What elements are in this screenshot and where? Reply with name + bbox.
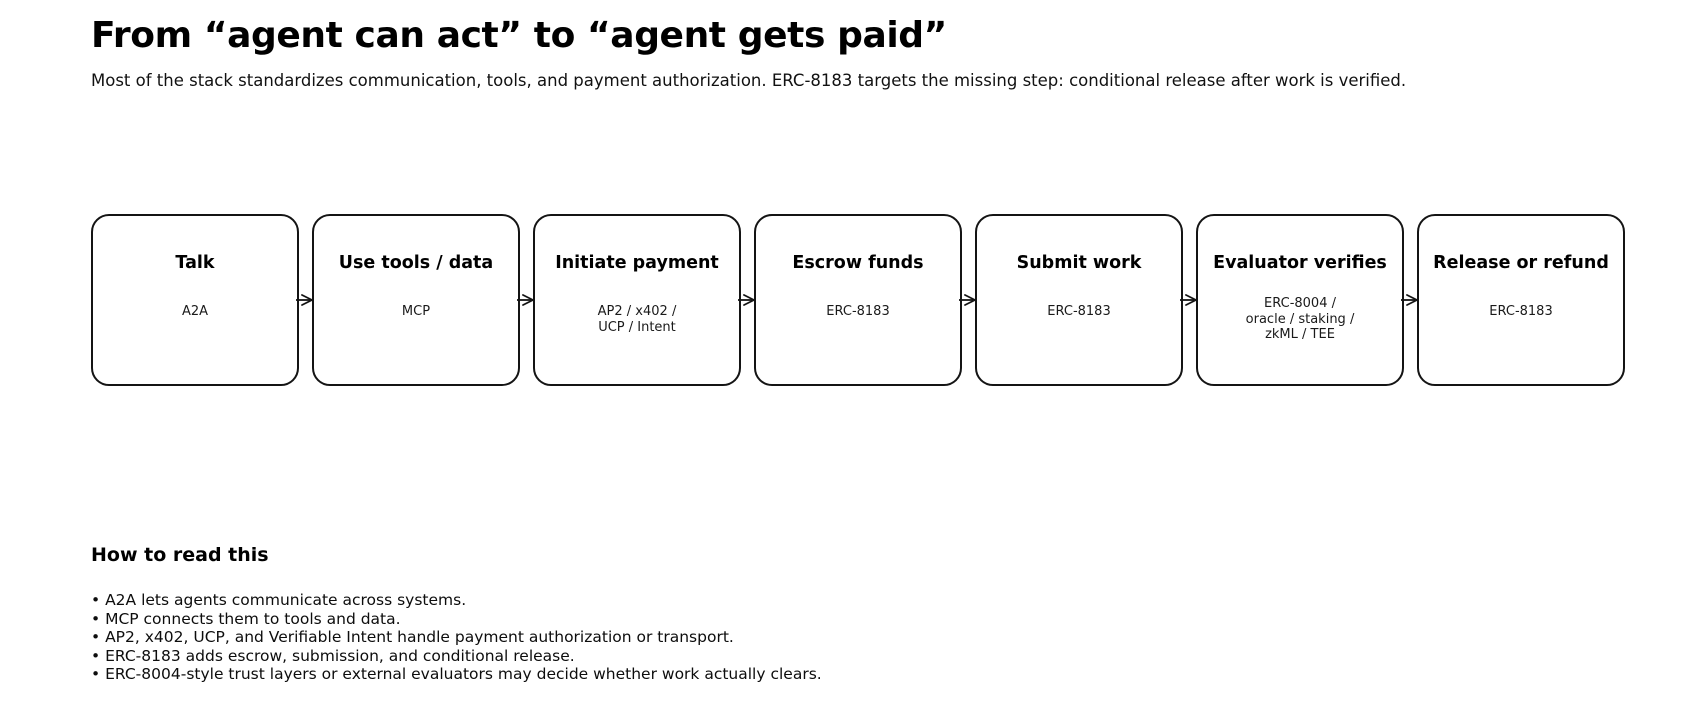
flow-step-subtitle: MCP <box>401 304 431 319</box>
flow-step-title: Submit work <box>1016 253 1142 273</box>
flow-connector-6 <box>1401 214 1418 386</box>
page-subtitle: Most of the stack standardizes communica… <box>91 71 1407 90</box>
flow-step-title: Use tools / data <box>338 253 494 273</box>
header: From “agent can act” to “agent gets paid… <box>91 14 1651 92</box>
flow-step-title: Talk <box>175 253 215 273</box>
flow-step-subtitle: ERC-8183 <box>1489 304 1553 319</box>
flow-connector-1 <box>296 214 313 386</box>
page-title: From “agent can act” to “agent gets paid… <box>91 15 947 56</box>
flow-step-title: Escrow funds <box>792 253 924 273</box>
flow-step-subtitle: AP2 / x402 / UCP / Intent <box>597 304 677 335</box>
flow-step-title: Release or refund <box>1433 253 1609 273</box>
how-to-read-bullet: • ERC-8183 adds escrow, submission, and … <box>91 646 575 665</box>
how-to-read-bullet: • A2A lets agents communicate across sys… <box>91 591 467 609</box>
flow-connector-3 <box>738 214 755 386</box>
flow-connector-5 <box>1180 214 1197 386</box>
flow-step-subtitle: ERC-8183 <box>826 304 890 319</box>
flow-step-subtitle: ERC-8004 / oracle / staking / zkML / TEE <box>1245 296 1355 342</box>
how-to-read-section: How to read this • A2A lets agents commu… <box>91 543 1651 684</box>
flow-step-subtitle: A2A <box>181 304 209 319</box>
flow-step-title: Evaluator verifies <box>1213 253 1387 273</box>
how-to-read-list: • A2A lets agents communicate across sys… <box>91 567 1651 684</box>
flow-step-subtitle: ERC-8183 <box>1047 304 1111 319</box>
flow-connector-4 <box>959 214 976 386</box>
how-to-read-bullet: • ERC-8004-style trust layers or externa… <box>91 665 822 684</box>
how-to-read-heading: How to read this <box>91 544 269 566</box>
flow-connector-2 <box>517 214 534 386</box>
flow-step-title: Initiate payment <box>555 253 719 273</box>
how-to-read-bullet: • AP2, x402, UCP, and Verifiable Intent … <box>91 628 734 647</box>
how-to-read-bullet: • MCP connects them to tools and data. <box>91 609 401 628</box>
